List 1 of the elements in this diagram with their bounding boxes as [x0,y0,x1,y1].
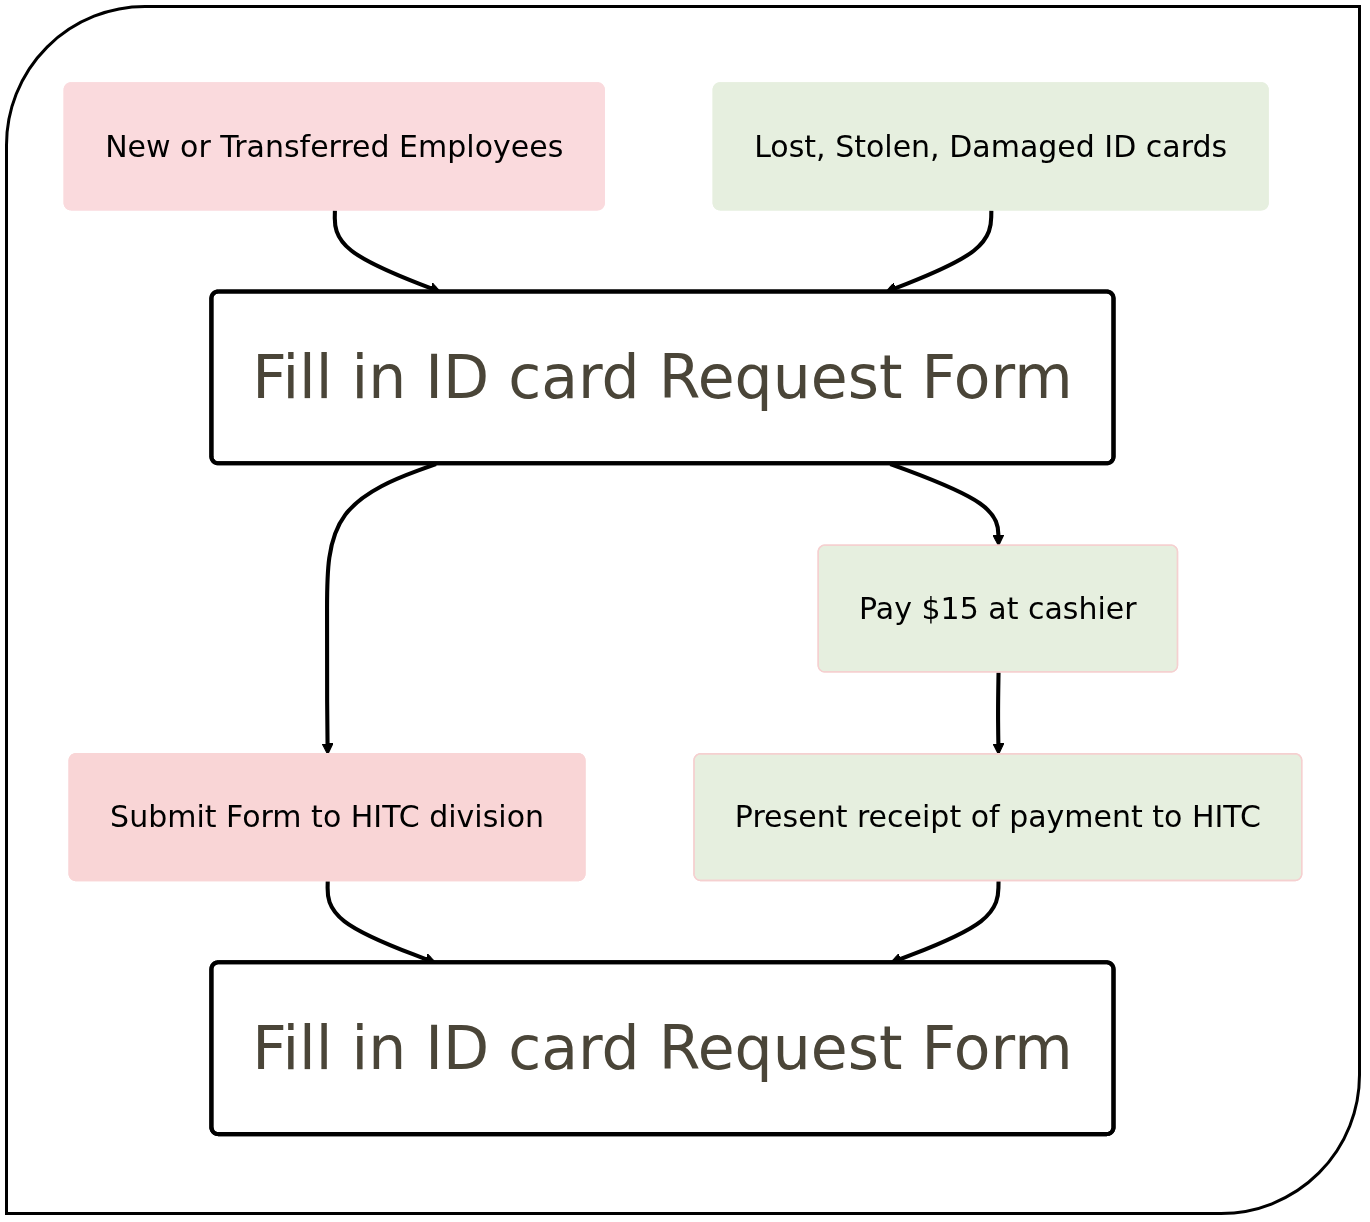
arrow [992,672,1005,755]
